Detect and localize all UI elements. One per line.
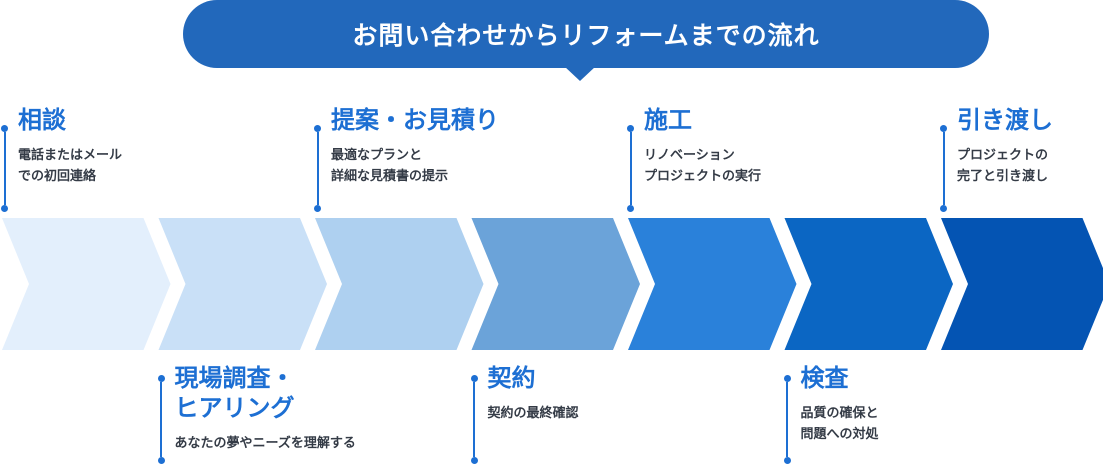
connector-dot [470,375,478,382]
connector-dot [627,205,634,212]
connector-dot [940,125,947,132]
connector-dot [940,205,947,212]
step-2-label: 現場調査・ ヒアリングあなたの夢やニーズを理解する [175,364,356,453]
connector-dot [783,375,791,382]
step-3-heading: 提案・お見積り [331,107,499,134]
chevron-step-4 [471,218,640,350]
step-7-description: プロジェクトの 完了と引き渡し [957,147,1049,183]
chevron-step-5 [628,218,797,350]
chevron-step-6 [784,218,953,350]
step-3-connector [314,125,321,212]
step-3-description: 最適なプランと 詳細な見積書の提示 [331,147,449,183]
banner-tail-pointer [564,66,596,81]
connector-dot [783,457,791,464]
connector-line [160,382,162,457]
connector-line [316,132,319,205]
step-1-heading: 相談 [18,107,66,134]
connector-dot [157,375,165,382]
step-5-label: 施工リノベーション プロジェクトの実行 [644,106,761,186]
step-7-heading: 引き渡し [957,107,1053,134]
connector-dot [157,457,165,464]
step-2-connector [157,375,165,464]
connector-dot [1,125,8,132]
step-6-connector [783,375,791,464]
connector-dot [627,125,634,132]
step-6-label: 検査品質の確保と 問題への対処 [801,364,879,444]
chevron-flow-band [2,218,1103,350]
connector-line [786,382,788,457]
step-5-heading: 施工 [644,107,692,134]
step-4-heading: 契約 [487,365,536,392]
step-1-connector [1,125,8,212]
step-7-connector [940,125,947,212]
chevron-step-2 [158,218,327,350]
connector-dot [1,205,8,212]
step-2-description: あなたの夢やニーズを理解する [174,435,356,450]
step-3-label: 提案・お見積り最適なプランと 詳細な見積書の提示 [331,106,499,186]
chevron-step-7 [941,218,1103,350]
connector-line [629,132,632,205]
chevron-step-1 [2,218,171,350]
connector-dot [470,457,478,464]
connector-dot [314,205,321,212]
diagram-title: お問い合わせからリフォームまでの流れ [352,22,820,50]
step-1-description: 電話またはメール での初回連絡 [18,147,123,183]
step-6-heading: 検査 [800,365,849,392]
connector-line [473,382,475,457]
connector-line [3,132,6,205]
step-7-label: 引き渡しプロジェクトの 完了と引き渡し [957,106,1053,186]
connector-dot [314,125,321,132]
connector-line [942,132,945,205]
step-5-description: リノベーション プロジェクトの実行 [644,147,762,183]
step-5-connector [627,125,634,212]
step-2-heading: 現場調査・ ヒアリング [174,365,295,422]
step-1-label: 相談電話またはメール での初回連絡 [18,106,122,186]
step-4-label: 契約契約の最終確認 [488,364,579,423]
step-6-description: 品質の確保と 問題への対処 [800,405,879,441]
step-4-description: 契約の最終確認 [487,405,579,420]
step-4-connector [470,375,478,464]
title-banner: お問い合わせからリフォームまでの流れ [183,0,989,81]
chevron-step-3 [315,218,484,350]
